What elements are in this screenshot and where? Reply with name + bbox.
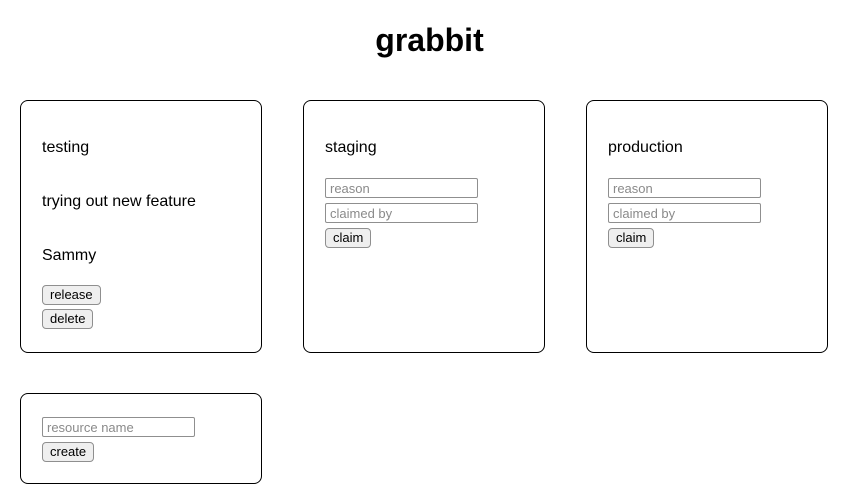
delete-button-row: delete — [42, 309, 241, 329]
claimed-by-text: Sammy — [42, 247, 97, 264]
claim-button[interactable]: claim — [608, 228, 655, 248]
claim-button[interactable]: claim — [325, 228, 372, 248]
resource-name: testing — [42, 139, 90, 156]
resource-card-testing: testing trying out new feature Sammy rel… — [20, 100, 262, 353]
reason-input[interactable] — [325, 178, 478, 198]
create-button[interactable]: create — [42, 442, 95, 462]
resource-name: staging — [325, 139, 377, 156]
claim-button-row: claim — [325, 228, 524, 248]
release-button[interactable]: release — [42, 285, 101, 305]
create-row: create — [20, 393, 859, 484]
claim-button-row: claim — [608, 228, 807, 248]
resource-name-input[interactable] — [42, 417, 195, 437]
claimed-by-input[interactable] — [608, 203, 761, 223]
reason-input[interactable] — [608, 178, 761, 198]
claimed-by-input[interactable] — [325, 203, 478, 223]
claim-reason-text: trying out new feature — [42, 193, 196, 210]
create-resource-card: create — [20, 393, 262, 484]
resource-name: production — [608, 139, 683, 156]
resource-card-staging: staging claim — [303, 100, 545, 353]
delete-button[interactable]: delete — [42, 309, 94, 329]
page-title: grabbit — [375, 22, 484, 58]
create-button-row: create — [42, 442, 241, 462]
release-button-row: release — [42, 285, 241, 305]
resource-card-production: production claim — [586, 100, 828, 353]
resource-row: testing trying out new feature Sammy rel… — [20, 100, 859, 353]
